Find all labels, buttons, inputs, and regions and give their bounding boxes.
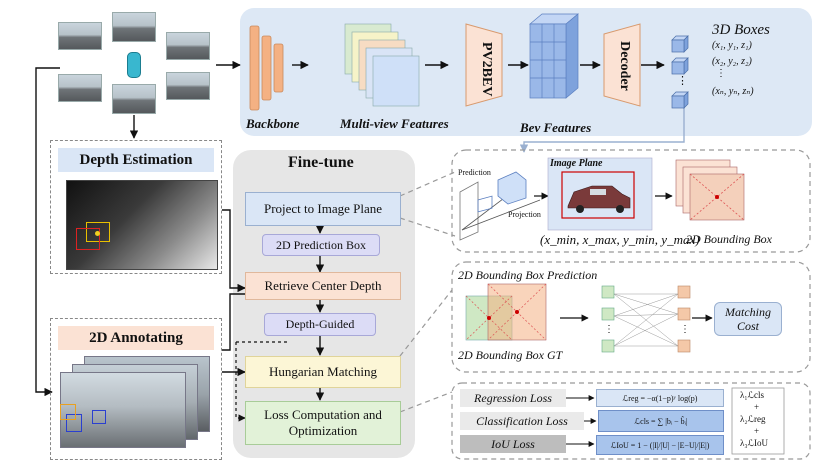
bbox2d-stack [675, 159, 745, 221]
depth-map [66, 180, 218, 270]
bipartite-graph [613, 293, 679, 347]
boxes-title: 3D Boxes [712, 22, 770, 38]
classification-loss-label: Classification Loss [460, 412, 584, 430]
annot-title: 2D Annotating [58, 326, 214, 350]
pred-title-label: 2D Bounding Box Prediction [458, 268, 598, 282]
project-step: Project to Image Plane [245, 192, 401, 226]
iou-loss-label: IoU Loss [460, 435, 566, 453]
backbone-layers [249, 25, 284, 111]
depth-bbox-red [76, 228, 100, 250]
retrieve-step: Retrieve Center Depth [245, 272, 401, 300]
gt-dots: ⋮ [604, 324, 614, 335]
iou-formula: ℒIoU = 1 − (|I|/|U| − |E−U|/|E|) [596, 435, 724, 455]
decoder-block [603, 23, 641, 107]
pred-box-step: 2D Prediction Box [262, 234, 380, 256]
projection-geometry [459, 171, 673, 241]
camera-image-front [112, 12, 156, 42]
car-illustration [561, 171, 635, 219]
depth-guided-step: Depth-Guided [264, 313, 376, 336]
annot-bbox-1 [66, 414, 82, 432]
matching-cost-box: Matching Cost [714, 302, 782, 336]
cls-formula: ℒcls = ∑ |bᵢ − b̂ᵢ| [598, 410, 724, 432]
weight-iou: λ₃ℒIoU [740, 438, 768, 448]
regression-loss-label: Regression Loss [460, 389, 566, 407]
finetune-title: Fine-tune [288, 154, 354, 171]
box-coord-n: (xₙ, yₙ, zₙ) [712, 86, 754, 97]
annot-image-front [60, 372, 186, 448]
camera-image-front-left [58, 22, 102, 50]
annot-bbox-3 [60, 404, 76, 420]
pv2bev-block [465, 23, 503, 107]
multiview-stack [344, 23, 420, 107]
weight-plus-1: + [754, 402, 760, 412]
gt-nodes [601, 285, 615, 353]
annot-bbox-2 [92, 410, 106, 424]
image-plane-label: Image Plane [550, 158, 603, 169]
ego-car-icon [127, 52, 141, 78]
bev-cube [529, 13, 579, 99]
weight-reg: λ₂ℒreg [740, 414, 766, 424]
decoder-label: Decoder [617, 41, 632, 91]
match-overlap [465, 283, 547, 341]
bev-label: Bev Features [520, 120, 592, 135]
weight-cls: λ₁ℒcls [740, 390, 764, 400]
projection-panel [451, 149, 811, 253]
depth-panel [50, 140, 222, 274]
pred-nodes [677, 285, 691, 353]
projection-label: Projection [508, 210, 541, 219]
output-cubes [671, 35, 689, 109]
loss-step: Loss Computation and Optimization [245, 401, 401, 445]
matching-panel [451, 261, 811, 373]
reg-formula: ℒreg = −α(1−p)ʸ log(p) [596, 389, 724, 407]
box-coord-1: (x₁, y₁, z₁) [712, 40, 752, 51]
hungarian-step: Hungarian Matching [245, 356, 401, 388]
pred-dots: ⋮ [680, 324, 690, 335]
camera-image-front-right [166, 32, 210, 60]
camera-image-back-left [58, 74, 102, 102]
box-coord-2: (x₂, y₂, z₂) [712, 56, 752, 67]
loss-panel [451, 382, 811, 460]
prediction-label: Prediction [458, 168, 491, 177]
backbone-label: Backbone [246, 116, 300, 131]
weight-plus-2: + [754, 426, 760, 436]
box-coord-dots: ⋮ [716, 68, 726, 79]
camera-image-back [112, 84, 156, 114]
weights-box [731, 387, 785, 455]
pv2bev-label: PV2BEV [479, 42, 494, 97]
svg-text:⋮: ⋮ [677, 75, 688, 87]
coords-label: (x_min, x_max, y_min, y_max) [540, 232, 700, 247]
depth-center-dot [95, 231, 100, 236]
depth-title: Depth Estimation [58, 148, 214, 172]
gt-title-label: 2D Bounding Box GT [458, 348, 563, 362]
bbox2d-label: 2D Bounding Box [686, 232, 772, 246]
depth-bbox-yellow [86, 222, 110, 242]
multiview-label: Multi-view Features [340, 116, 449, 131]
annot-panel [50, 318, 222, 460]
camera-image-back-right [166, 72, 210, 100]
